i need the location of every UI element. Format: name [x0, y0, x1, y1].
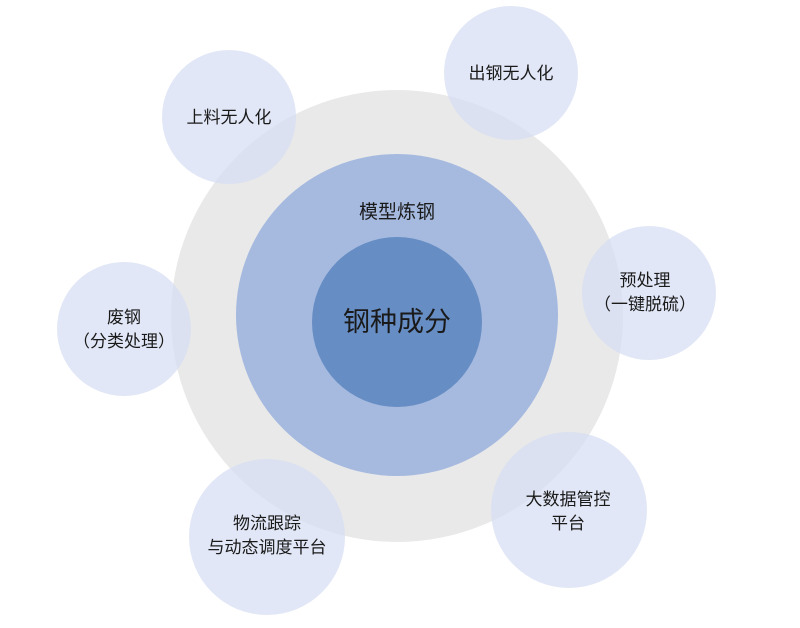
core-circle	[312, 237, 482, 407]
label-line: （分类处理）	[73, 332, 175, 352]
satellite-circle-scrap	[57, 262, 191, 396]
label-line: 废钢	[107, 308, 141, 328]
satellite-circle-logistics	[189, 459, 345, 615]
satellite-label-feeding: 上料无人化	[187, 106, 272, 130]
label-line: 上料无人化	[186, 108, 272, 128]
middle-label: 模型炼钢	[358, 201, 436, 223]
label-line: 物流跟踪	[233, 514, 301, 534]
satellite-label-scrap: 废钢 （分类处理）	[73, 306, 175, 354]
satellite-circle-pretreatment	[582, 226, 716, 360]
satellite-circle-bigdata	[491, 432, 647, 588]
satellite-label-logistics: 物流跟踪 与动态调度平台	[208, 512, 327, 560]
label-line: （一键脱硫）	[594, 295, 696, 315]
label-line: 平台	[551, 514, 585, 534]
label-line: 与动态调度平台	[207, 538, 327, 558]
label-line: 大数据管控	[525, 490, 611, 510]
label-line: 出钢无人化	[468, 64, 554, 84]
core-label: 钢种成分	[343, 307, 451, 338]
satellite-circle-feeding	[162, 50, 296, 184]
satellite-label-tapping: 出钢无人化	[469, 62, 554, 86]
satellite-circle-tapping	[444, 6, 578, 140]
satellite-label-pretreatment: 预处理 （一键脱硫）	[594, 269, 696, 317]
label-line: 预处理	[619, 271, 671, 291]
satellite-label-bigdata: 大数据管控 平台	[526, 488, 611, 536]
